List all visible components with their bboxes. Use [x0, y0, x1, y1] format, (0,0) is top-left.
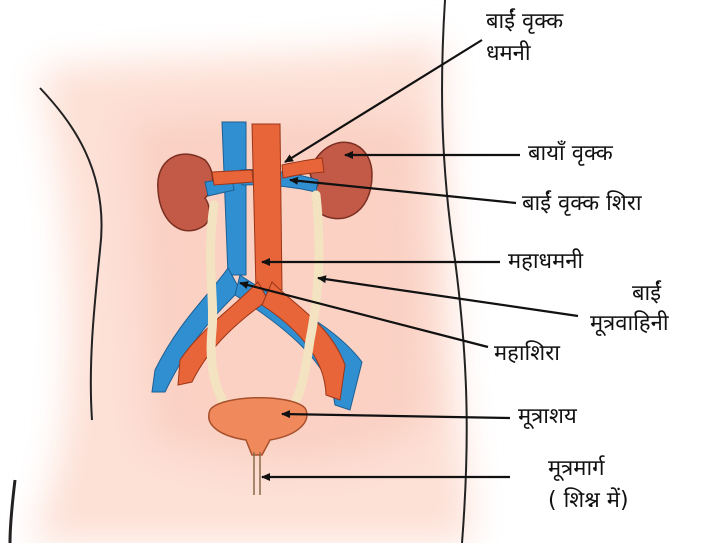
label-left-ureter-line2: मूत्रवाहिनी — [590, 310, 669, 338]
label-left-ureter-line1: बाईं — [632, 280, 661, 308]
label-left-renal-artery-line1: बाईं वृक्क — [486, 8, 563, 36]
label-urethra-line2: ( शिश्न में) — [548, 487, 629, 515]
label-aorta: महाधमनी — [508, 248, 583, 276]
label-vena-cava: महाशिरा — [494, 340, 560, 368]
label-left-renal-vein: बाईं वृक्क शिरा — [522, 190, 642, 218]
label-bladder: मूत्राशय — [518, 403, 577, 431]
label-left-kidney: बायाँ वृक्क — [528, 140, 613, 168]
label-urethra-line1: मूत्रमार्ग — [548, 455, 605, 483]
label-left-renal-artery-line2: धमनी — [486, 40, 531, 68]
